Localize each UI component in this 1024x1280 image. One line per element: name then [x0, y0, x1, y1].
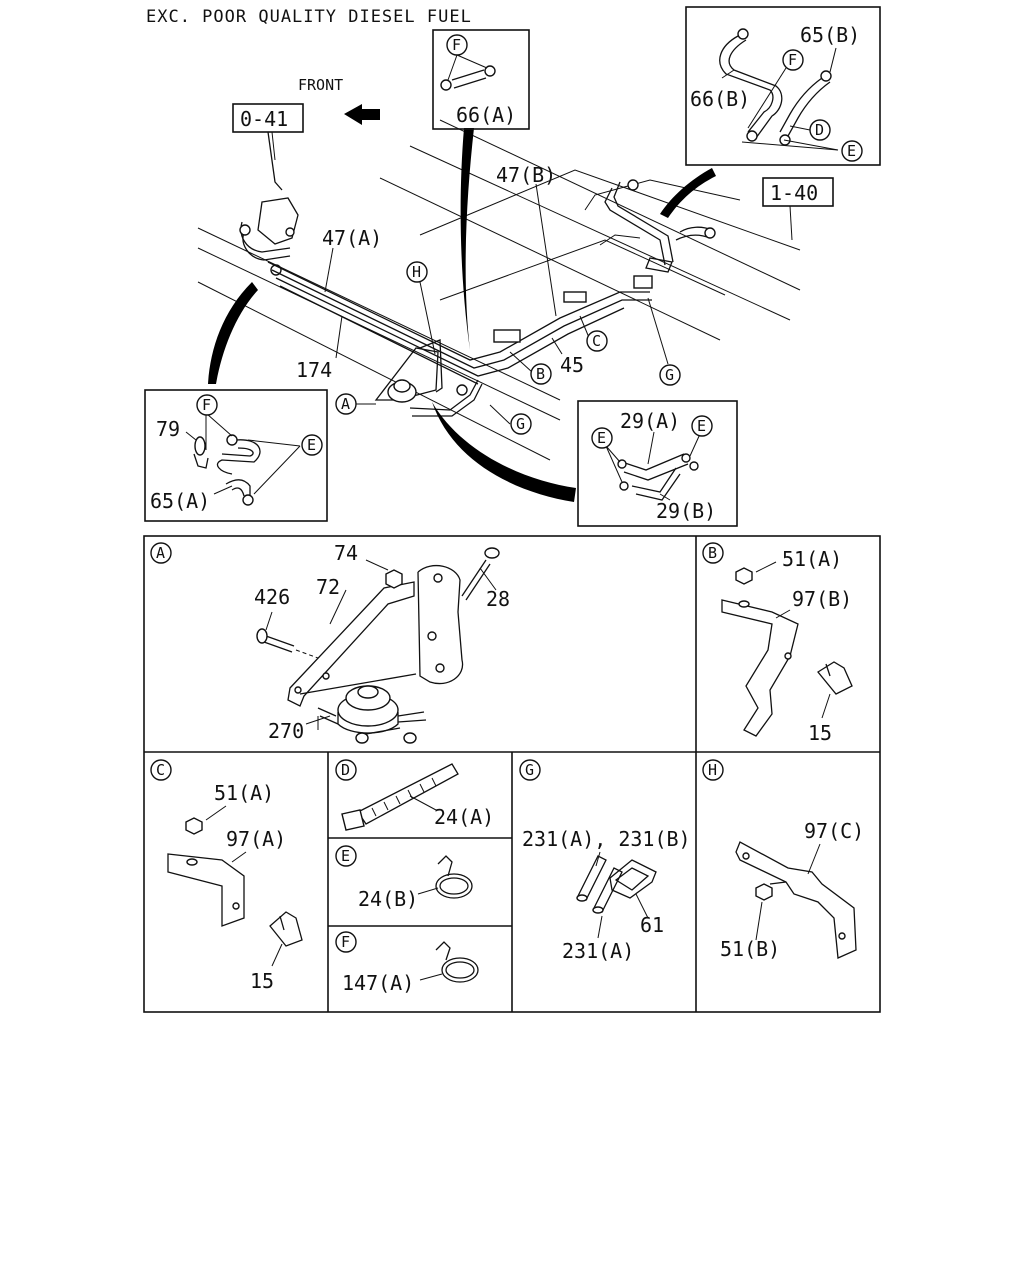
label-79: 79 [156, 417, 180, 441]
overview-marks: H A B C G G [335, 261, 681, 435]
panel-b-mark: B [708, 544, 717, 562]
line-clamps [493, 275, 653, 343]
label-270: 270 [268, 719, 304, 743]
hose-65a [185, 413, 301, 506]
label-15-b: 15 [808, 721, 832, 745]
detail-grid [143, 535, 881, 1013]
detail-65b-mark-d: D [815, 121, 824, 139]
label-66a: 66(A) [456, 103, 516, 127]
detail-79-mark-f-circle [196, 394, 218, 416]
ref-1-40-label: 1-40 [770, 181, 818, 205]
panel-d: D [335, 759, 459, 831]
panel-c: C [150, 759, 303, 967]
label-28: 28 [486, 587, 510, 611]
mark-c-circle [586, 330, 608, 352]
label-47a: 47(A) [322, 226, 382, 250]
label-45: 45 [560, 353, 584, 377]
label-15-c: 15 [250, 969, 274, 993]
detail-79-mark-e-circle [301, 434, 323, 456]
ref-0-41-label: 0-41 [240, 107, 288, 131]
mark-g1-circle [510, 413, 532, 435]
mark-h-circle [406, 261, 428, 283]
detail-box-66a [432, 29, 530, 130]
label-51a-c: 51(A) [214, 781, 274, 805]
label-72: 72 [316, 575, 340, 599]
label-97a: 97(A) [226, 827, 286, 851]
panel-e: E [335, 845, 473, 899]
detail-79-mark-e: E [307, 436, 316, 454]
detail-box-65b [685, 6, 881, 166]
mark-g2: G [665, 366, 674, 384]
mark-c: C [592, 332, 601, 350]
detail-29-mark-e1: E [597, 429, 606, 447]
panel-h-mark: H [708, 761, 717, 779]
panel-g-mark: G [525, 761, 534, 779]
diagram-title: EXC. POOR QUALITY DIESEL FUEL [146, 7, 472, 27]
panel-f-mark: F [341, 933, 350, 951]
panel-c-mark: C [156, 761, 165, 779]
mark-b: B [536, 365, 545, 383]
label-231a: 231(A) [562, 939, 634, 963]
label-74: 74 [334, 541, 358, 565]
detail-pointers [208, 128, 716, 502]
detail-65b-mark-e: E [847, 142, 856, 160]
label-426: 426 [254, 585, 290, 609]
ref-box-1-40[interactable] [762, 177, 834, 207]
overview-leaders [271, 131, 793, 425]
mark-b-circle [530, 363, 552, 385]
front-fitting-assembly [239, 131, 299, 276]
mark-g2-circle [659, 364, 681, 386]
label-51b: 51(B) [720, 937, 780, 961]
label-47b: 47(B) [496, 163, 556, 187]
label-65b: 65(B) [800, 23, 860, 47]
panel-f: F [335, 931, 479, 983]
detail-box-29 [577, 400, 738, 527]
label-97b: 97(B) [792, 587, 852, 611]
label-174: 174 [296, 358, 332, 382]
label-147a: 147(A) [342, 971, 414, 995]
label-97c: 97(C) [804, 819, 864, 843]
detail-79-mark-f: F [202, 396, 211, 414]
detail-65b-mark-d-circle [809, 119, 831, 141]
panel-a: A [150, 542, 500, 744]
label-65a: 65(A) [150, 489, 210, 513]
detail-65b-mark-e-circle [841, 140, 863, 162]
label-29a: 29(A) [620, 409, 680, 433]
front-arrow-icon [344, 104, 380, 125]
mark-g1: G [516, 415, 525, 433]
hose-66a [440, 54, 496, 91]
filter-assembly [374, 339, 483, 417]
panel-e-mark: E [341, 847, 350, 865]
hose-66b [719, 28, 839, 151]
label-29b: 29(B) [656, 499, 716, 523]
detail-box-79 [144, 389, 328, 522]
frame-rails [197, 119, 801, 461]
fuel-lines [267, 179, 716, 385]
panel-h: H [702, 759, 857, 959]
detail-65b-mark-f-circle [782, 49, 804, 71]
label-24b: 24(B) [358, 887, 418, 911]
hose-29 [605, 431, 701, 501]
detail-66a-mark: F [452, 36, 461, 54]
mark-h: H [412, 263, 421, 281]
label-66b: 66(B) [690, 87, 750, 111]
mark-a: A [341, 395, 350, 413]
panel-g: G [519, 759, 657, 939]
detail-29-mark-e2-circle [691, 415, 713, 437]
panel-b: B [702, 542, 853, 737]
front-label: FRONT [298, 76, 343, 94]
label-61: 61 [640, 913, 664, 937]
detail-29-mark-e2: E [697, 417, 706, 435]
label-24a: 24(A) [434, 805, 494, 829]
mark-a-circle [335, 393, 357, 415]
detail-65b-mark-f: F [788, 51, 797, 69]
label-231ab: 231(A), 231(B) [522, 827, 691, 851]
detail-29-mark-e1-circle [591, 427, 613, 449]
panel-d-mark: D [341, 761, 350, 779]
panel-a-mark: A [156, 544, 165, 562]
label-51a-b: 51(A) [782, 547, 842, 571]
